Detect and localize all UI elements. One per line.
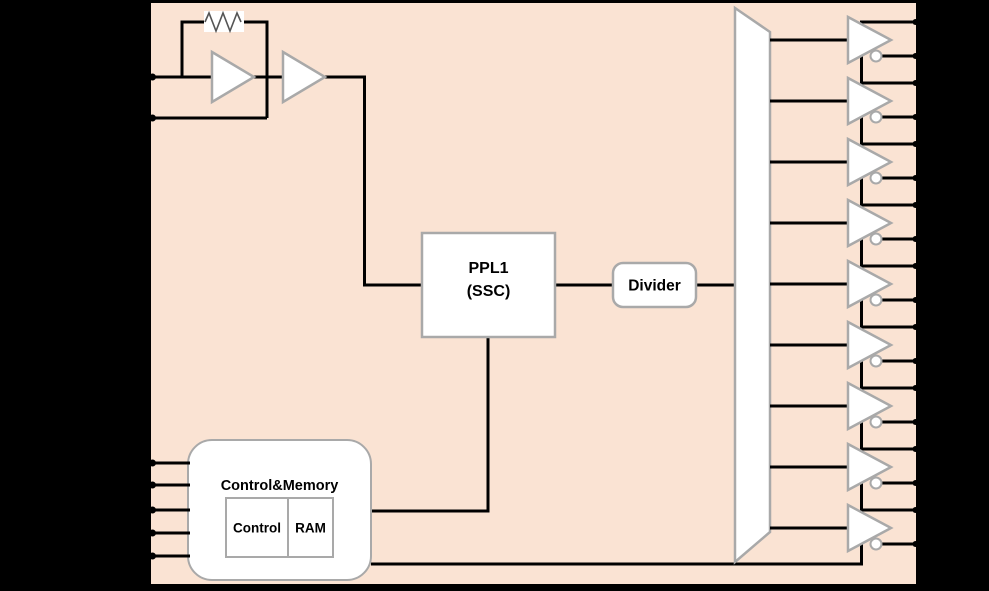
output-buffer	[770, 197, 919, 249]
buffer-triangle-icon	[846, 380, 894, 432]
xin-pin-dot	[149, 73, 156, 81]
buffer-triangle-icon	[846, 258, 894, 310]
control-memory-block: Control&Memory Control RAM	[187, 439, 372, 581]
buffer-triangle-icon	[846, 197, 894, 249]
feedback-wire	[180, 20, 269, 118]
output-buffer	[770, 258, 919, 310]
inverter-bubble-icon	[869, 354, 883, 368]
inverter-bubble-icon	[869, 110, 883, 124]
inverter-bubble-icon	[869, 232, 883, 246]
control-pin-dot	[149, 481, 156, 489]
output-pin-dot	[912, 19, 919, 25]
output-pin-dot	[912, 80, 919, 86]
control-pin-dot	[149, 459, 156, 467]
inverter-bubble-icon	[869, 293, 883, 307]
buffer-triangle-icon	[846, 75, 894, 127]
output-pin-dot	[912, 541, 919, 547]
output-pin-dot	[912, 114, 919, 120]
pll-block: PPL1 (SSC)	[420, 231, 557, 339]
inverter-bubble-icon	[869, 49, 883, 63]
output-buffer	[770, 502, 919, 554]
output-pin-dot	[912, 480, 919, 486]
osc-to-pll-wire	[325, 75, 422, 287]
output-pin-dot	[912, 358, 919, 364]
pll-label-line1: PPL1	[468, 260, 508, 277]
fanout-mux	[733, 5, 772, 565]
inverter-bubble-icon	[869, 171, 883, 185]
inverter-bubble-icon	[869, 476, 883, 490]
output-buffer	[770, 319, 919, 371]
inverter-bubble-icon	[869, 415, 883, 429]
output-buffer	[770, 441, 919, 493]
control-pin-dot	[149, 552, 156, 560]
control-pin-dot	[149, 529, 156, 537]
output-pin-dot	[912, 263, 919, 269]
output-pin-dot	[912, 202, 919, 208]
divider-label: Divider	[628, 278, 681, 295]
ram-label: RAM	[295, 521, 326, 536]
inverter-bubble-icon	[869, 537, 883, 551]
xout-pin-dot	[149, 114, 156, 122]
buffer-triangle-icon	[846, 136, 894, 188]
output-pin-dot	[912, 507, 919, 513]
divider-block: Divider	[611, 261, 698, 309]
output-pin-dot	[912, 324, 919, 330]
pll-to-control-wire	[371, 337, 490, 513]
control-output-rail-wire	[371, 22, 863, 566]
osc-amplifier-icon	[210, 49, 257, 105]
control-label: Control	[233, 521, 281, 536]
output-pin-dot	[912, 236, 919, 242]
output-pin-dot	[912, 141, 919, 147]
osc-buffer-icon	[281, 49, 328, 105]
output-buffer	[770, 380, 919, 432]
output-pin-dot	[912, 385, 919, 391]
buffer-triangle-icon	[846, 441, 894, 493]
buffer-triangle-icon	[846, 319, 894, 371]
pll-label-line2: (SSC)	[467, 283, 511, 300]
buffer-triangle-icon	[846, 502, 894, 554]
generated-group	[149, 14, 919, 560]
ram-sub-block	[287, 497, 334, 558]
resistor-icon	[204, 10, 242, 34]
buffer-triangle-icon	[846, 14, 894, 66]
output-pin-dot	[912, 175, 919, 181]
output-buffer	[770, 75, 919, 127]
output-pin-dot	[912, 297, 919, 303]
control-memory-title: Control&Memory	[221, 478, 339, 494]
feedback-resistor	[204, 10, 244, 34]
output-pin-dot	[912, 53, 919, 59]
output-pin-dot	[912, 419, 919, 425]
output-buffer	[770, 14, 919, 66]
wires-group	[149, 20, 863, 566]
output-buffer	[770, 136, 919, 188]
control-pin-dot	[149, 506, 156, 514]
output-pin-dot	[912, 446, 919, 452]
